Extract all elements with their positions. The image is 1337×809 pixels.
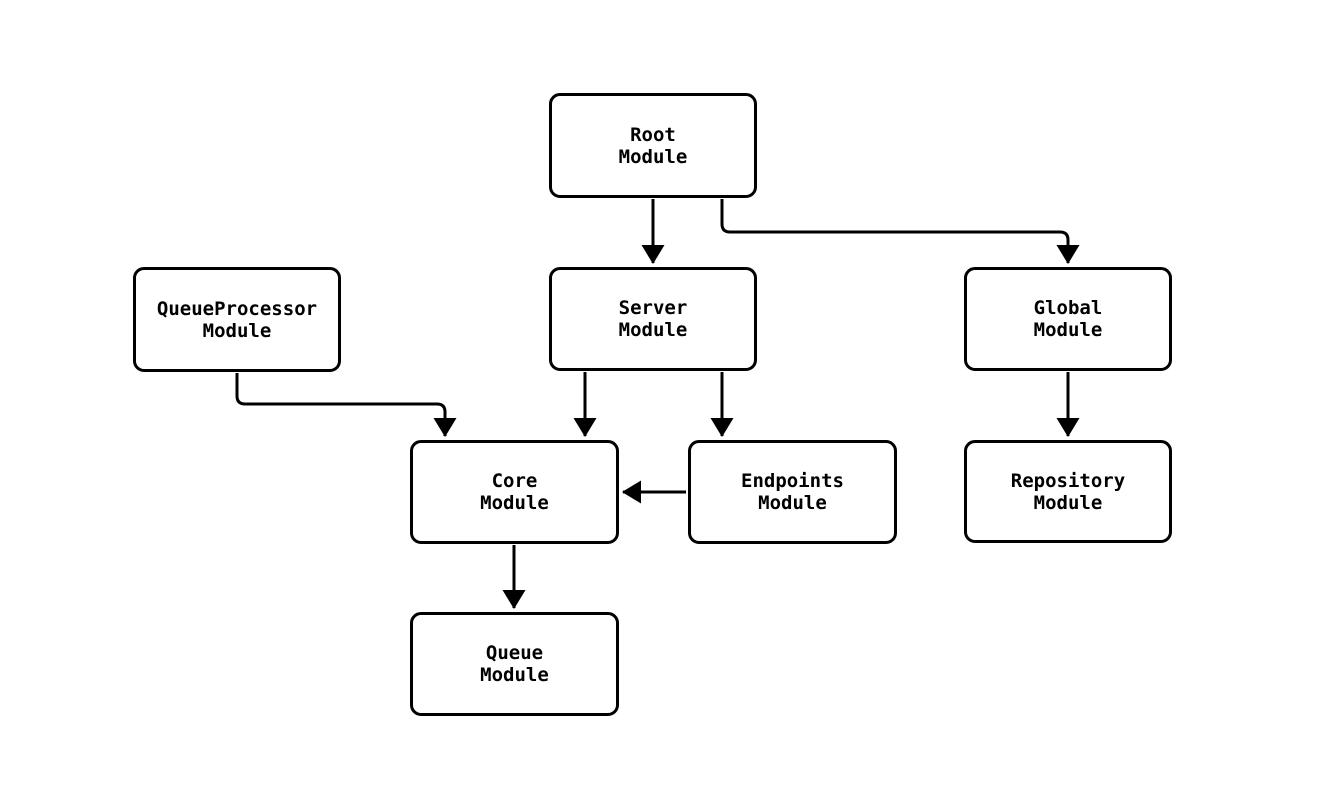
node-label: Queue Module xyxy=(480,642,549,686)
node-label: Repository Module xyxy=(1010,469,1126,514)
node-repository-module: Repository Module xyxy=(964,440,1172,543)
node-label: Global Module xyxy=(1033,297,1103,341)
node-endpoints-module: Endpoints Module xyxy=(688,440,897,544)
node-root-module: Root Module xyxy=(549,93,757,198)
node-queue-module: Queue Module xyxy=(410,612,619,716)
node-queueprocessor-module: QueueProcessor Module xyxy=(133,267,341,372)
node-label: Server Module xyxy=(618,297,688,341)
node-server-module: Server Module xyxy=(549,267,757,371)
node-label: Core Module xyxy=(480,470,549,514)
edge-root-to-global xyxy=(720,199,1080,264)
edge-queueprocessor-to-core xyxy=(235,373,457,437)
node-label: QueueProcessor Module xyxy=(156,297,318,342)
node-global-module: Global Module xyxy=(964,267,1172,371)
node-label: Endpoints Module xyxy=(741,470,844,514)
node-label: Root Module xyxy=(618,123,688,168)
node-core-module: Core Module xyxy=(410,440,619,544)
